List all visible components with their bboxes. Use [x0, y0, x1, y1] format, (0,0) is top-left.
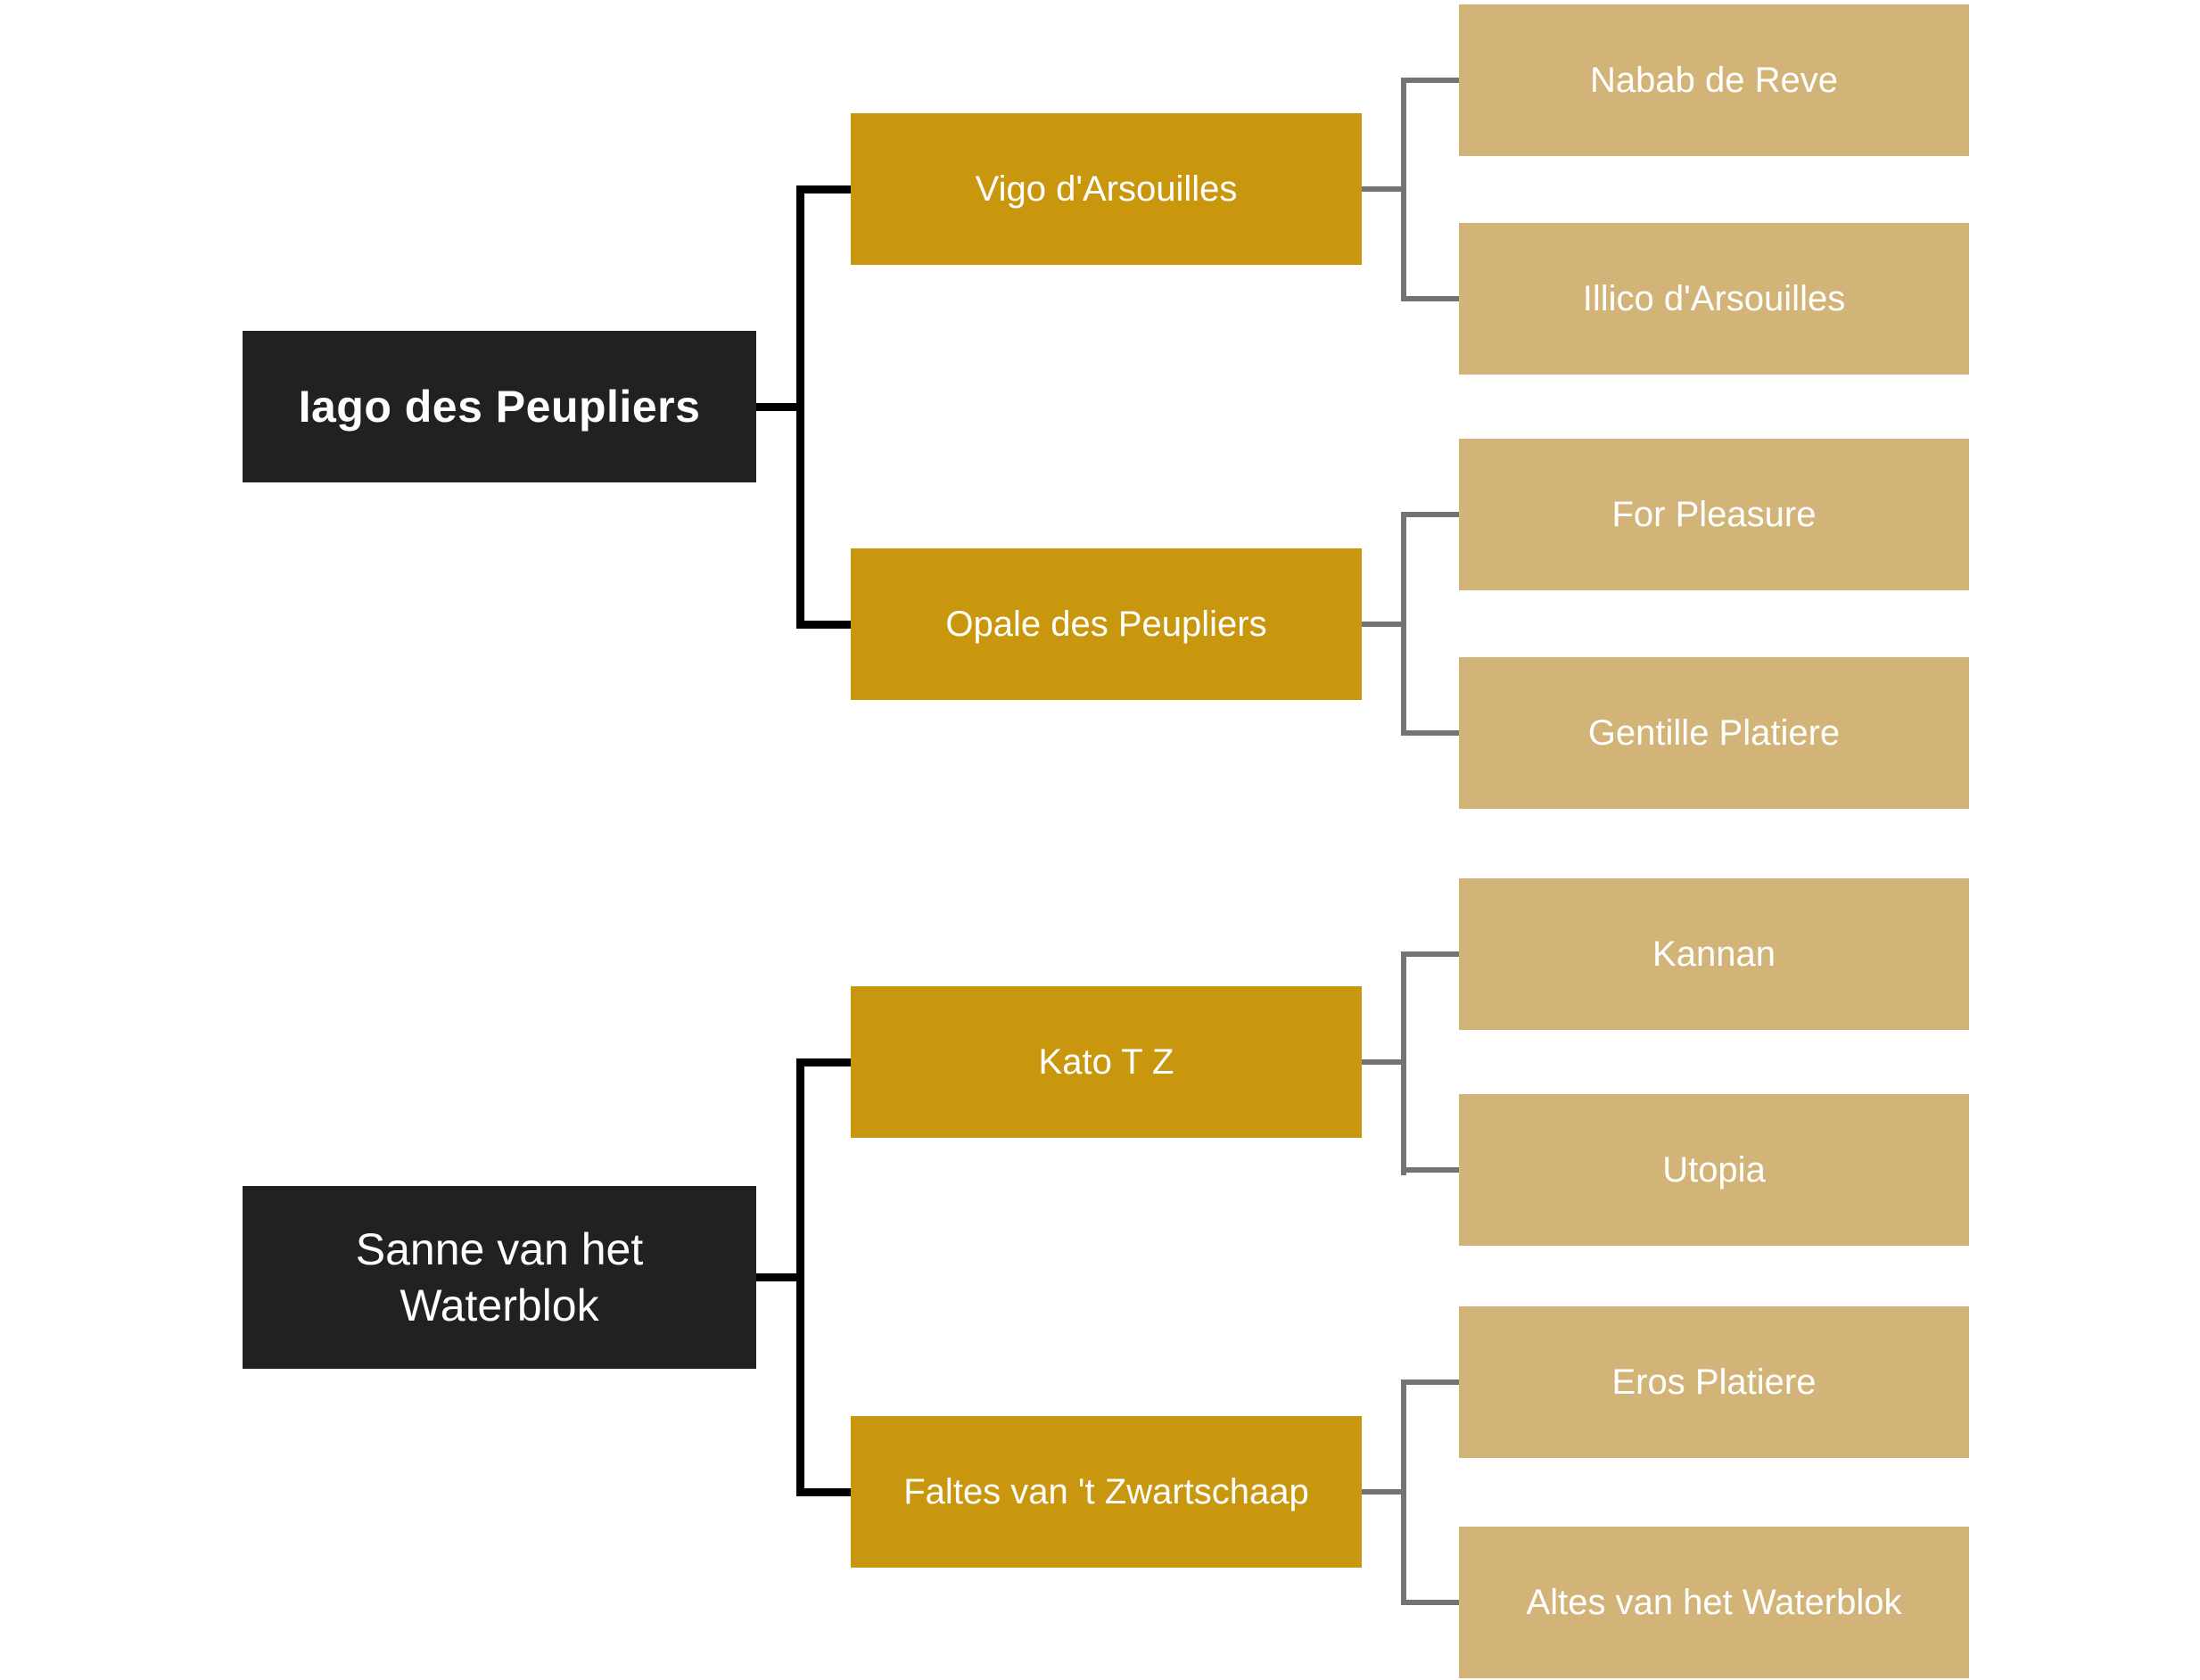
grandparent-label: Nabab de Reve: [1590, 60, 1838, 100]
connector-kato-vertical: [1401, 951, 1406, 1175]
connector-faltes-vertical: [1401, 1379, 1406, 1605]
subject-label: Iago des Peupliers: [298, 381, 701, 432]
grandparent-box-nabab: Nabab de Reve: [1459, 4, 1969, 156]
grandparent-box-gentille: Gentille Platiere: [1459, 657, 1969, 809]
connector-kato-branch-bottom: [1401, 1167, 1459, 1173]
connector-vigo-branch-top: [1401, 78, 1459, 83]
connector-kato-branch-top: [1401, 951, 1459, 957]
parent-box-faltes: Faltes van 't Zwartschaap: [851, 1416, 1362, 1568]
parent-box-vigo: Vigo d'Arsouilles: [851, 113, 1362, 265]
grandparent-box-utopia: Utopia: [1459, 1094, 1969, 1246]
grandparent-label: Altes van het Waterblok: [1526, 1582, 1902, 1622]
subject-label: Sanne van het Waterblok: [355, 1224, 644, 1330]
grandparent-label: Utopia: [1662, 1149, 1766, 1190]
connector-kato-stem: [1362, 1059, 1406, 1065]
parent-box-kato: Kato T Z: [851, 986, 1362, 1138]
parent-label: Vigo d'Arsouilles: [975, 169, 1238, 209]
subject-box-sanne: Sanne van het Waterblok: [243, 1186, 756, 1369]
connector-opale-stem: [1362, 622, 1406, 627]
parent-box-opale: Opale des Peupliers: [851, 548, 1362, 700]
connector-iago-branch-bottom: [796, 621, 851, 629]
connector-faltes-branch-bottom: [1401, 1600, 1459, 1605]
connector-vigo-vertical: [1401, 78, 1406, 301]
grandparent-label: Kannan: [1652, 934, 1776, 974]
connector-vigo-stem: [1362, 186, 1406, 192]
grandparent-box-eros: Eros Platiere: [1459, 1306, 1969, 1458]
connector-sanne-branch-bottom: [796, 1488, 851, 1496]
parent-label: Opale des Peupliers: [945, 604, 1267, 644]
connector-sanne-branch-top: [796, 1058, 851, 1066]
connector-opale-vertical: [1401, 512, 1406, 736]
grandparent-label: Eros Platiere: [1611, 1362, 1817, 1402]
connector-iago-vertical: [796, 185, 804, 629]
connector-faltes-branch-top: [1401, 1379, 1459, 1385]
subject-box-iago: Iago des Peupliers: [243, 331, 756, 482]
grandparent-label: Illico d'Arsouilles: [1582, 278, 1846, 318]
grandparent-label: Gentille Platiere: [1587, 712, 1841, 753]
connector-iago-stem: [756, 403, 804, 411]
connector-sanne-stem: [756, 1273, 804, 1281]
parent-label: Kato T Z: [1038, 1042, 1174, 1082]
grandparent-label: For Pleasure: [1611, 494, 1817, 534]
parent-label: Faltes van 't Zwartschaap: [903, 1471, 1309, 1511]
grandparent-box-illico: Illico d'Arsouilles: [1459, 223, 1969, 375]
connector-iago-branch-top: [796, 185, 851, 194]
grandparent-box-for-pleasure: For Pleasure: [1459, 439, 1969, 590]
grandparent-box-kannan: Kannan: [1459, 878, 1969, 1030]
connector-sanne-vertical: [796, 1058, 804, 1496]
connector-faltes-stem: [1362, 1489, 1406, 1495]
connector-vigo-branch-bottom: [1401, 296, 1459, 301]
grandparent-box-altes: Altes van het Waterblok: [1459, 1527, 1969, 1678]
connector-opale-branch-top: [1401, 512, 1459, 517]
connector-opale-branch-bottom: [1401, 730, 1459, 736]
